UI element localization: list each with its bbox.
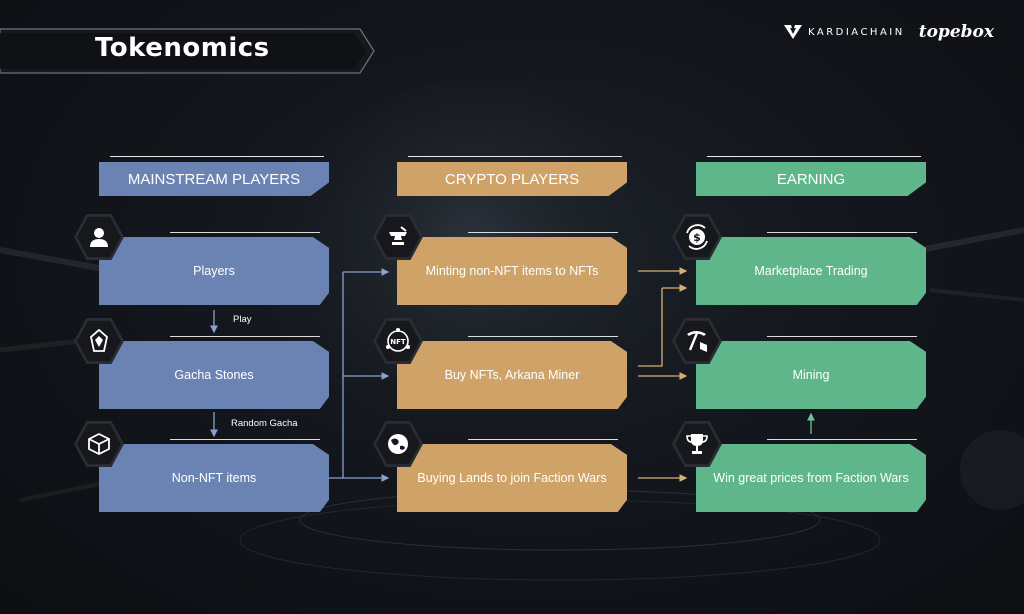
box-minting-nfts: Minting non-NFT items to NFTs: [397, 237, 627, 305]
kardiachain-mark-icon: [783, 25, 802, 39]
minting-icon-badge: [373, 214, 423, 260]
flow-label-random-gacha: Random Gacha: [231, 418, 298, 429]
brand-logos: KARDIACHAIN topebox: [783, 22, 994, 42]
box-gacha-stones: Gacha Stones: [99, 341, 329, 409]
gacha-stone-icon: [90, 329, 108, 352]
planet-icon: [388, 434, 408, 454]
players-icon-badge: [74, 214, 124, 260]
box-accent-line: [170, 232, 320, 233]
buy-nfts-icon-badge: NFT: [373, 318, 423, 364]
box-accent-line: [468, 439, 618, 440]
header-crypto-players: CRYPTO PLAYERS: [397, 162, 627, 196]
box-marketplace-trading: Marketplace Trading: [696, 237, 926, 305]
box-mining: Mining: [696, 341, 926, 409]
user-icon: [90, 228, 108, 247]
pickaxe-icon: [687, 331, 707, 352]
box-accent-line: [468, 232, 618, 233]
title-banner: [0, 28, 375, 74]
nft-icon: NFT: [386, 328, 410, 352]
box-non-nft-items: Non-NFT items: [99, 444, 329, 512]
header-accent-line: [707, 156, 921, 157]
header-accent-line: [408, 156, 622, 157]
box-accent-line: [767, 232, 917, 233]
header-earning: EARNING: [696, 162, 926, 196]
box-buy-nfts: Buy NFTs, Arkana Miner: [397, 341, 627, 409]
buying-lands-icon-badge: [373, 421, 423, 467]
kardiachain-logo: KARDIACHAIN: [783, 25, 905, 39]
box-players: Players: [99, 237, 329, 305]
topebox-wordmark: topebox: [918, 22, 994, 42]
kardiachain-wordmark: KARDIACHAIN: [807, 26, 905, 38]
nft-icon-text: NFT: [390, 338, 406, 346]
box-accent-line: [170, 336, 320, 337]
box-buying-lands: Buying Lands to join Faction Wars: [397, 444, 627, 512]
box-accent-line: [767, 439, 917, 440]
box-accent-line: [170, 439, 320, 440]
header-accent-line: [110, 156, 324, 157]
page-title: Tokenomics: [95, 33, 270, 63]
trophy-icon: [686, 434, 708, 454]
cube-icon: [88, 432, 110, 456]
dollar-exchange-icon: $: [686, 224, 708, 250]
flow-label-play: Play: [233, 314, 252, 325]
header-mainstream-players: MAINSTREAM PLAYERS: [99, 162, 329, 196]
anvil-icon: [389, 226, 407, 245]
box-accent-line: [468, 336, 618, 337]
box-accent-line: [767, 336, 917, 337]
svg-text:$: $: [693, 231, 701, 244]
box-faction-wars-prizes: Win great prices from Faction Wars: [696, 444, 926, 512]
